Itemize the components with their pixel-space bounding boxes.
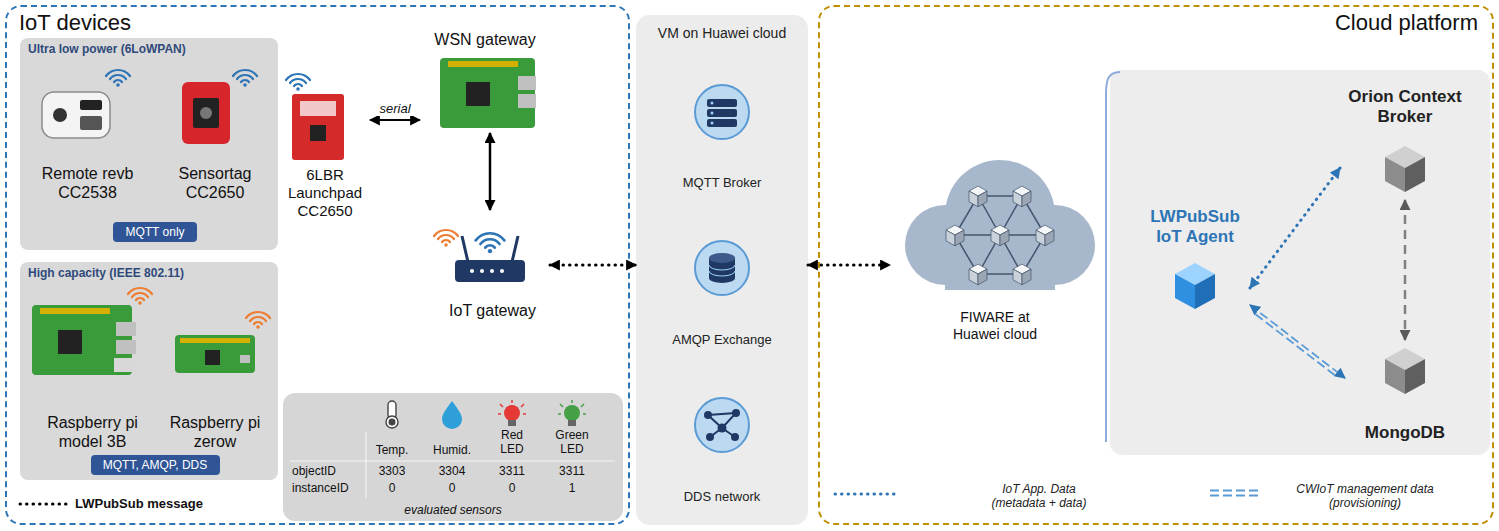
legend-entry: CWIoT management data (provisioning) bbox=[1280, 482, 1450, 511]
cloud-caption: FIWARE at Huawei cloud bbox=[943, 309, 1048, 343]
remote-device-picture bbox=[42, 92, 110, 138]
wireless-symbol bbox=[434, 230, 458, 247]
table-cell-box: 3311 bbox=[487, 464, 537, 478]
sensortag-picture bbox=[182, 82, 230, 144]
wireless-symbol bbox=[476, 233, 505, 253]
broker-cube bbox=[1385, 146, 1425, 192]
table-cell-box: 3303 bbox=[367, 464, 417, 478]
table-cell: 3304 bbox=[427, 464, 477, 478]
connector bbox=[489, 133, 492, 210]
service-caption: DDS network bbox=[684, 489, 761, 505]
badge-label: MQTT, AMQP, DDS bbox=[103, 458, 207, 472]
protocol-badge: MQTT, AMQP, DDS bbox=[91, 455, 220, 475]
connector-label: serial bbox=[377, 101, 412, 116]
bracket bbox=[1106, 72, 1120, 442]
gateway-board-picture bbox=[440, 58, 536, 128]
table-header: Temp. bbox=[367, 443, 417, 457]
table-cell-box: objectID bbox=[292, 464, 364, 478]
table-cell-box: 3304 bbox=[427, 464, 477, 478]
table-cell-box: Temp. bbox=[367, 443, 417, 457]
table-header: Green LED bbox=[549, 428, 595, 457]
table-header: Humid. bbox=[425, 443, 479, 457]
connector-label-box: serial bbox=[365, 99, 425, 117]
raspberry-pi-zero-picture bbox=[175, 335, 255, 373]
table-cell-box: Humid. bbox=[425, 443, 479, 457]
panel-title: Cloud platform bbox=[1335, 10, 1478, 36]
device-caption: Raspberry pi model 3B bbox=[27, 413, 158, 451]
connector bbox=[1404, 200, 1407, 340]
table-cell: 0 bbox=[367, 481, 417, 495]
device-caption: Remote revb CC2538 bbox=[27, 164, 148, 202]
panel-title: Ultra low power (6LoWPAN) bbox=[28, 42, 186, 56]
service-icons bbox=[695, 85, 749, 452]
legend-text: CWIoT management data (provisioning) bbox=[1280, 482, 1450, 511]
wireless-symbol bbox=[233, 70, 257, 87]
sensor-icons bbox=[290, 400, 615, 498]
component-name: MongoDB bbox=[1365, 423, 1445, 443]
device-caption: WSN gateway bbox=[434, 30, 535, 49]
service-caption: MQTT Broker bbox=[683, 175, 762, 191]
connector bbox=[808, 264, 890, 267]
connector-second-stroke bbox=[1255, 314, 1334, 375]
legend-line-sample bbox=[835, 493, 897, 496]
connector bbox=[370, 119, 420, 121]
badge-label: MQTT only bbox=[125, 225, 184, 239]
platform-panel bbox=[1110, 70, 1490, 455]
table-cell-box: 3311 bbox=[547, 464, 597, 478]
table-cell-box: instanceID bbox=[292, 481, 364, 495]
connector bbox=[550, 264, 636, 267]
group-panel: IoT devicesUltra low power (6LoWPAN) Remo… bbox=[5, 5, 630, 525]
agent-cube bbox=[1175, 263, 1215, 309]
wireless-symbol bbox=[286, 74, 310, 91]
component-name: Orion Context Broker bbox=[1342, 87, 1468, 128]
table-cell: 3311 bbox=[487, 464, 537, 478]
table-cell-box: 1 bbox=[547, 481, 597, 495]
panel-title: High capacity (IEEE 802.11) bbox=[28, 266, 184, 280]
legend-text: IoT App. Data (metadata + data) bbox=[978, 482, 1100, 511]
table-cell-box: 0 bbox=[427, 481, 477, 495]
device-caption: 6LBR Launchpad CC2650 bbox=[282, 166, 368, 220]
table-cell: 0 bbox=[427, 481, 477, 495]
table-cell: objectID bbox=[292, 464, 364, 478]
panel-title: IoT devices bbox=[19, 10, 131, 36]
legend-line-sample bbox=[1210, 491, 1262, 496]
table-cell-box: Green LED bbox=[549, 428, 595, 457]
wireless-symbol bbox=[246, 312, 270, 329]
component-name: LWPubSub IoT Agent bbox=[1142, 207, 1248, 248]
table-cell-box: 0 bbox=[487, 481, 537, 495]
protocol-badge: MQTT only bbox=[113, 222, 197, 242]
device-caption: IoT gateway bbox=[449, 301, 536, 320]
table-cell: 3311 bbox=[547, 464, 597, 478]
table-cell-box: Red LED bbox=[489, 428, 535, 457]
table-caption: evaluated sensors bbox=[404, 503, 501, 517]
wireless-symbol bbox=[128, 288, 152, 305]
table-cell: instanceID bbox=[292, 481, 364, 495]
legend-entry: LWPubSub message bbox=[75, 496, 245, 512]
raspberry-pi-picture bbox=[32, 305, 136, 375]
database-cube bbox=[1385, 348, 1425, 394]
legend-text: LWPubSub message bbox=[75, 496, 245, 512]
router-picture bbox=[455, 236, 525, 282]
table-cell: 3303 bbox=[367, 464, 417, 478]
panel-title: VM on Huawei cloud bbox=[658, 25, 786, 42]
double-strokes bbox=[1255, 314, 1334, 375]
connector bbox=[1250, 168, 1340, 288]
table-cell: 1 bbox=[547, 481, 597, 495]
legend-line-sample bbox=[20, 503, 68, 506]
table-cell-box: 0 bbox=[367, 481, 417, 495]
table-header: Red LED bbox=[489, 428, 535, 457]
legend-entry: IoT App. Data (metadata + data) bbox=[978, 482, 1100, 511]
launchpad-picture bbox=[292, 94, 344, 160]
table-cell: 0 bbox=[487, 481, 537, 495]
device-caption: Raspberry pi zerow bbox=[162, 413, 268, 451]
device-caption: Sensortag CC2650 bbox=[162, 164, 268, 202]
wireless-symbol bbox=[106, 70, 130, 87]
device-class-panel: Ultra low power (6LoWPAN) Remote revb CC2… bbox=[20, 38, 278, 250]
fiware-cloud-picture bbox=[905, 160, 1095, 290]
connector bbox=[1250, 305, 1345, 378]
service-caption: AMQP Exchange bbox=[672, 332, 771, 348]
